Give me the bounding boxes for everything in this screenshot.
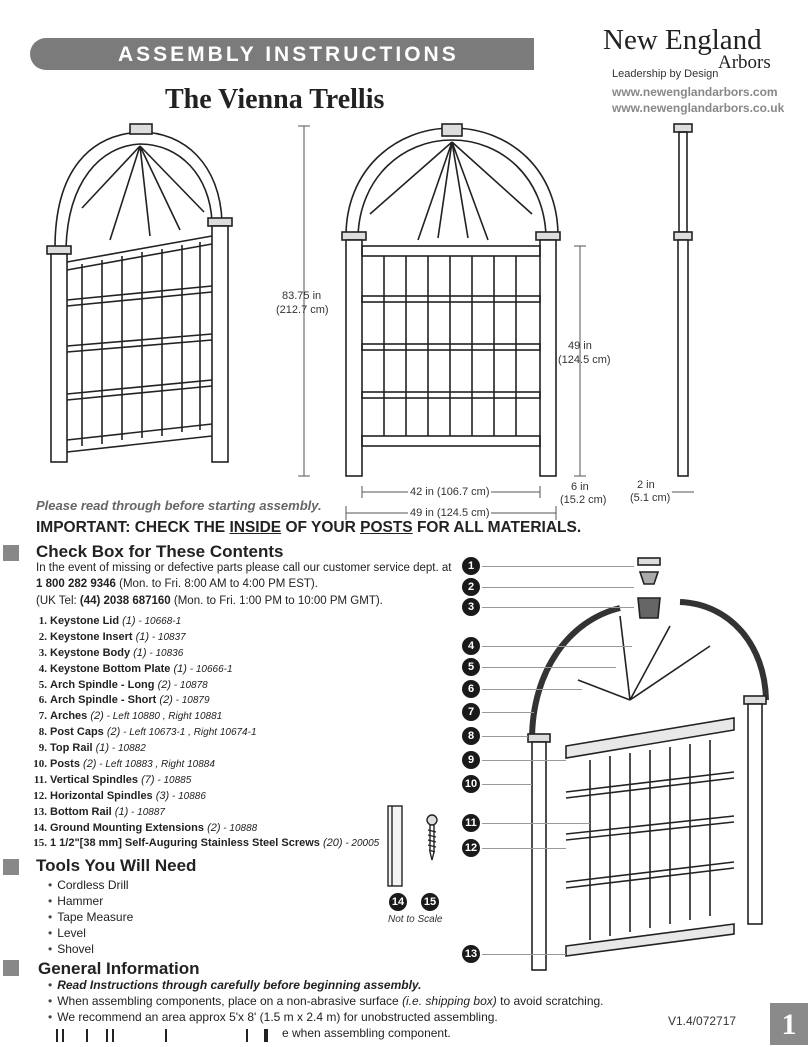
part-item: 5.Arch Spindle - Long (2) - 10878 xyxy=(38,678,208,691)
part-item: 4.Keystone Bottom Plate (1) - 10666-1 xyxy=(38,662,233,675)
tool-item: •Tape Measure xyxy=(48,910,134,924)
contents-phone-us: 1 800 282 9346 (Mon. to Fri. 8:00 AM to … xyxy=(36,578,318,590)
info-item: •We recommend an area approx 5'x 8' (1.5… xyxy=(48,1010,498,1024)
callout-15: 15 xyxy=(421,893,439,911)
callout-1: 1 xyxy=(462,557,480,575)
dim-outer-width: 49 in (124.5 cm) xyxy=(408,507,492,519)
info-item-fragment: e when assembling component. xyxy=(282,1026,451,1040)
info-item: •Read Instructions through carefully bef… xyxy=(48,978,422,992)
info-item: •When assembling components, place on a … xyxy=(48,994,604,1008)
dim-post-width: 2 in xyxy=(637,479,655,491)
callout-13: 13 xyxy=(462,945,480,963)
dim-panel-height: 49 in xyxy=(568,340,592,352)
leader-2 xyxy=(482,587,634,588)
contents-title: Check Box for These Contents xyxy=(36,542,284,561)
parts-list: 1.Keystone Lid (1) - 10668-1 2.Keystone … xyxy=(18,614,379,852)
banner-title: ASSEMBLY INSTRUCTIONS xyxy=(118,43,459,66)
part-item: 1.Keystone Lid (1) - 10668-1 xyxy=(38,615,182,627)
callout-6: 6 xyxy=(462,680,480,698)
leader-13 xyxy=(482,954,566,955)
checkbox-contents[interactable] xyxy=(3,545,19,561)
tool-item: •Shovel xyxy=(48,942,94,956)
part-item: 15.1 1/2"[38 mm] Self-Auguring Stainless… xyxy=(33,837,380,850)
dim-depth: 6 in xyxy=(571,481,589,493)
url-uk[interactable]: www.newenglandarbors.co.uk xyxy=(612,101,785,115)
contents-phone-uk: (UK Tel: (44) 2038 687160 (Mon. to Fri. … xyxy=(36,595,383,607)
dim-inner-width: 42 in (106.7 cm) xyxy=(408,486,492,498)
dim-post-width-cm: (5.1 cm) xyxy=(630,492,671,504)
important-notice: IMPORTANT: CHECK THE INSIDE OF YOUR POST… xyxy=(36,519,582,536)
part-item: 10.Posts (2) - Left 10883 , Right 10884 xyxy=(33,758,215,771)
contents-intro: In the event of missing or defective par… xyxy=(36,562,452,574)
leader-9 xyxy=(482,760,566,761)
callout-3: 3 xyxy=(462,598,480,616)
part-item: 12.Horizontal Spindles (3) - 10886 xyxy=(33,789,206,802)
checkbox-tools[interactable] xyxy=(3,859,19,875)
callout-5: 5 xyxy=(462,658,480,676)
leader-7 xyxy=(482,712,534,713)
part-item: 14.Ground Mounting Extensions (2) - 1088… xyxy=(33,821,258,834)
brand-name: New England xyxy=(603,24,762,56)
tool-item: •Cordless Drill xyxy=(48,878,129,892)
info-title: General Information xyxy=(38,959,200,978)
part-item: 7.Arches (2) - Left 10880 , Right 10881 xyxy=(38,710,223,723)
checkbox-general-info[interactable] xyxy=(3,960,19,976)
leader-3 xyxy=(482,607,634,608)
part-item: 8.Post Caps (2) - Left 10673-1 , Right 1… xyxy=(38,726,257,739)
read-note: Please read through before starting asse… xyxy=(36,498,322,513)
part-item: 13.Bottom Rail (1) - 10887 xyxy=(33,805,165,818)
leader-11 xyxy=(482,823,590,824)
leader-5 xyxy=(482,667,616,668)
leader-10 xyxy=(482,784,532,785)
part-item: 3.Keystone Body (1) - 10836 xyxy=(38,646,184,659)
tool-item: •Level xyxy=(48,926,86,940)
page-title: The Vienna Trellis xyxy=(165,84,385,115)
callout-8: 8 xyxy=(462,727,480,745)
page-number: 1 xyxy=(770,1003,808,1045)
callout-2: 2 xyxy=(462,578,480,596)
obscured-text-fragment xyxy=(56,1027,291,1043)
info-list: •Read Instructions through carefully bef… xyxy=(48,977,604,1025)
dim-depth-cm: (15.2 cm) xyxy=(560,494,607,506)
part-item: 2.Keystone Insert (1) - 10837 xyxy=(38,630,186,643)
version-label: V1.4/072717 xyxy=(668,1014,737,1028)
tools-title: Tools You Will Need xyxy=(36,856,197,875)
part-item: 6.Arch Spindle - Short (2) - 10879 xyxy=(38,694,210,707)
not-to-scale-note: Not to Scale xyxy=(388,914,443,925)
exploded-assembly-illustration xyxy=(527,557,769,971)
leader-8 xyxy=(482,736,528,737)
callout-12: 12 xyxy=(462,839,480,857)
leader-4 xyxy=(482,646,632,647)
callout-10: 10 xyxy=(462,775,480,793)
leader-1 xyxy=(482,566,634,567)
tool-item: •Hammer xyxy=(48,894,104,908)
header-banner: ASSEMBLY INSTRUCTIONS xyxy=(30,38,534,70)
dim-height: 83.75 in xyxy=(282,290,322,302)
part-item: 9.Top Rail (1) - 10882 xyxy=(38,742,146,755)
callout-7: 7 xyxy=(462,703,480,721)
brand-tagline: Leadership by Design xyxy=(612,68,719,80)
extension-screw-illustration xyxy=(387,805,438,887)
tools-list: •Cordless Drill •Hammer •Tape Measure •L… xyxy=(48,877,133,957)
callout-14: 14 xyxy=(389,893,407,911)
leader-12 xyxy=(482,848,566,849)
leader-6 xyxy=(482,689,582,690)
dim-panel-height-cm: (124.5 cm) xyxy=(558,354,611,366)
callout-9: 9 xyxy=(462,751,480,769)
dim-height-cm: (212.7 cm) xyxy=(276,304,329,316)
url-us[interactable]: www.newenglandarbors.com xyxy=(612,85,778,99)
callout-11: 11 xyxy=(462,814,480,832)
part-item: 11.Vertical Spindles (7) - 10885 xyxy=(33,773,192,786)
brand-name-line2: Arbors xyxy=(718,52,771,73)
callout-4: 4 xyxy=(462,637,480,655)
